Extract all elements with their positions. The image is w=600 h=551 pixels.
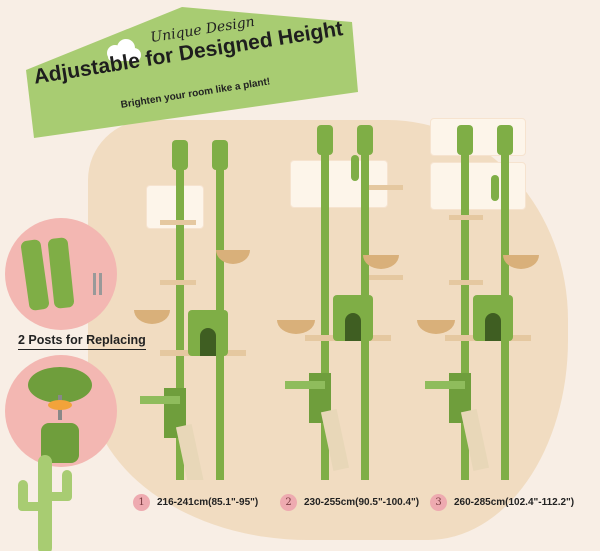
size-option-1: 1 216-241cm(85.1"-95") bbox=[133, 494, 258, 511]
window-2 bbox=[290, 160, 388, 208]
size-number: 1 bbox=[133, 494, 150, 511]
window-3b bbox=[430, 162, 526, 210]
posts-illustration bbox=[21, 237, 102, 311]
size-option-3: 3 260-285cm(102.4"-112.2") bbox=[430, 494, 574, 511]
size-option-2: 2 230-255cm(90.5"-100.4") bbox=[280, 494, 419, 511]
tree-3 bbox=[417, 125, 539, 480]
cactus-icon bbox=[18, 455, 72, 551]
tree-2 bbox=[277, 125, 403, 480]
tree-1 bbox=[134, 140, 254, 480]
size-number: 2 bbox=[280, 494, 297, 511]
cloud-icon bbox=[107, 39, 141, 62]
posts-image bbox=[5, 218, 117, 330]
post-assembly-illustration bbox=[28, 367, 92, 463]
post-assembly-image bbox=[5, 355, 117, 467]
size-text: 216-241cm(85.1"-95") bbox=[157, 497, 259, 508]
size-text: 260-285cm(102.4"-112.2") bbox=[454, 497, 575, 508]
cat-trees bbox=[134, 125, 539, 480]
size-text: 230-255cm(90.5"-100.4") bbox=[304, 497, 420, 508]
posts-label: 2 Posts for Replacing bbox=[18, 333, 146, 350]
banner-shape bbox=[26, 7, 358, 138]
size-number: 3 bbox=[430, 494, 447, 511]
